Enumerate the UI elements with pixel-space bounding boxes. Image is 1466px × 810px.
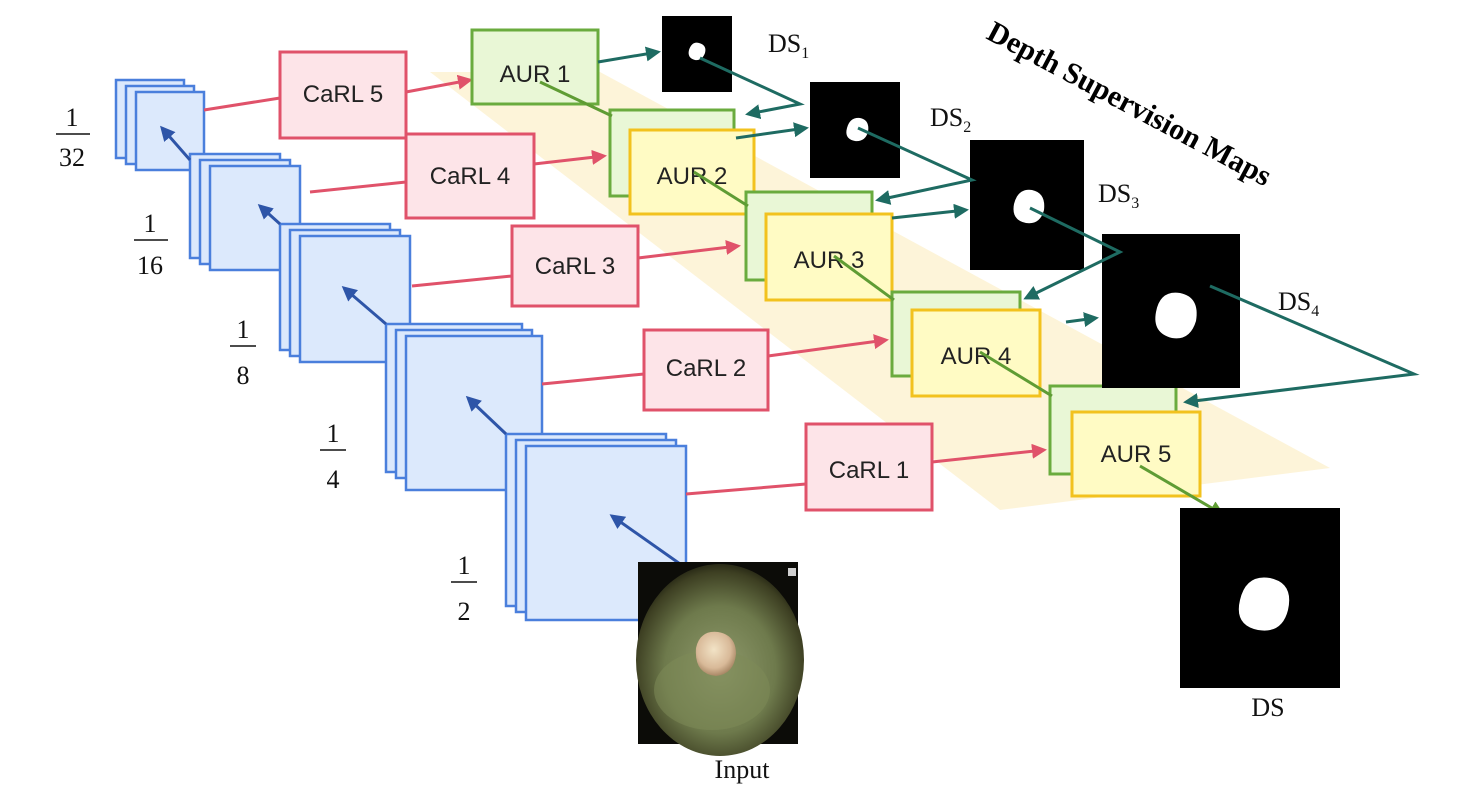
final-ds-map (1180, 508, 1340, 688)
carl-1-block: CaRL 1 (804, 422, 934, 512)
svg-text:1: 1 (144, 209, 157, 238)
ds3-map (970, 140, 1084, 270)
svg-text:AUR 5: AUR 5 (1101, 441, 1172, 468)
scale-label-1-4: 1 4 (320, 419, 346, 494)
ds4-label: DS4 (1278, 287, 1319, 320)
input-label: Input (715, 755, 771, 784)
aur-2-block: AUR 2 (608, 108, 756, 216)
svg-text:32: 32 (59, 143, 85, 172)
feature-map-stack-1-4 (384, 322, 544, 492)
encoder-arrow (341, 286, 387, 326)
ds1-map (662, 16, 732, 92)
ds1-feedback (699, 56, 805, 120)
carl-5-block: CaRL 5 (278, 50, 408, 140)
svg-text:CaRL 3: CaRL 3 (535, 253, 615, 280)
aur3-to-ds3-arrow (891, 203, 969, 220)
aur-link-2-3 (693, 170, 749, 208)
encoder-arrow (257, 203, 282, 226)
carl-2-in-line (541, 372, 645, 386)
svg-text:CaRL 4: CaRL 4 (430, 163, 510, 190)
carl-2-out-arrow (767, 334, 889, 358)
scale-label-1-8: 1 8 (230, 315, 256, 390)
ds2-label: DS2 (930, 103, 971, 136)
svg-text:1: 1 (66, 103, 79, 132)
aur-3-block: AUR 3 (744, 190, 894, 302)
svg-text:8: 8 (237, 361, 250, 390)
carl-2-block: CaRL 2 (642, 328, 770, 412)
scale-label-1-16: 1 16 (134, 209, 168, 280)
aur-link-3-4 (833, 254, 895, 302)
carl-4-block: CaRL 4 (404, 132, 536, 220)
svg-text:CaRL 5: CaRL 5 (303, 81, 383, 108)
aur-5-output-arrow (1139, 464, 1225, 516)
input-endoscopy-image (636, 562, 804, 756)
encoder-arrow (465, 395, 508, 436)
carl-3-in-line (411, 274, 513, 288)
scale-label-1-2: 1 2 (451, 551, 477, 626)
carl-4-out-arrow (533, 149, 607, 166)
aur-5-block: AUR 5 (1048, 384, 1202, 498)
ds3-label: DS3 (1098, 179, 1139, 212)
ds4-feedback (1183, 284, 1420, 408)
carl-3-out-arrow (637, 239, 741, 260)
svg-text:1: 1 (458, 551, 471, 580)
ds3-feedback (1023, 206, 1124, 300)
carl-5-out-arrow (405, 74, 473, 94)
scale-label-1-32: 1 32 (56, 103, 90, 172)
svg-text:1: 1 (237, 315, 250, 344)
ds1-label: DS1 (768, 29, 809, 62)
carl-3-block: CaRL 3 (510, 224, 640, 308)
feature-map-stack-1-8 (278, 222, 412, 364)
carl-1-in-line (685, 482, 807, 496)
carl-5-in-line (203, 96, 281, 112)
feature-map-stack-1-16 (188, 152, 302, 272)
ds4-map (1102, 234, 1240, 388)
carl-4-in-line (309, 180, 407, 194)
svg-text:16: 16 (137, 251, 163, 280)
aur2-to-ds2-arrow (735, 122, 809, 140)
svg-text:2: 2 (458, 597, 471, 626)
ds2-feedback (857, 126, 977, 205)
svg-text:CaRL 1: CaRL 1 (829, 457, 909, 484)
aur-1-block: AUR 1 (470, 28, 600, 106)
final-ds-label: DS (1251, 693, 1284, 722)
svg-text:AUR 1: AUR 1 (500, 61, 571, 88)
svg-text:4: 4 (327, 465, 340, 494)
ds2-map (810, 82, 900, 178)
svg-text:CaRL 2: CaRL 2 (666, 355, 746, 382)
svg-text:1: 1 (327, 419, 340, 448)
aur1-to-ds1-arrow (597, 46, 661, 64)
aur-link-4-5 (979, 350, 1053, 398)
carl-1-out-arrow (931, 443, 1047, 464)
aur4-to-ds4-arrow (1065, 312, 1099, 328)
encoder-arrow (160, 125, 192, 161)
aur-4-block: AUR 4 (890, 290, 1042, 398)
aur-link-1-2 (539, 80, 613, 118)
